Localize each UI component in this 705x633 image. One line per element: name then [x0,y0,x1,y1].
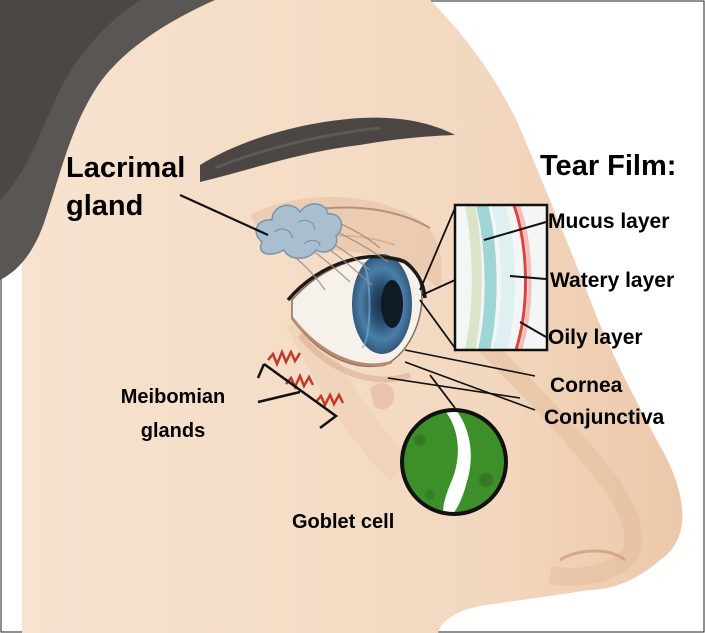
lacrimal-label-line-2: gland [66,190,143,222]
meibomian-label-line-2: glands [98,420,248,442]
watery-layer-label: Watery layer [550,269,674,293]
lacrimal-label-line-1: Lacrimal [66,152,185,184]
cornea-label: Cornea [550,374,622,398]
meibomian-label-line-1: Meibomian [98,386,248,408]
goblet-cell-label: Goblet cell [292,511,394,533]
oily-layer-label: Oily layer [548,326,643,350]
conjunctiva-label: Conjunctiva [544,406,664,430]
pupil [381,280,403,328]
tear-film-title: Tear Film: [540,150,676,182]
mucus-layer-label: Mucus layer [548,210,669,234]
